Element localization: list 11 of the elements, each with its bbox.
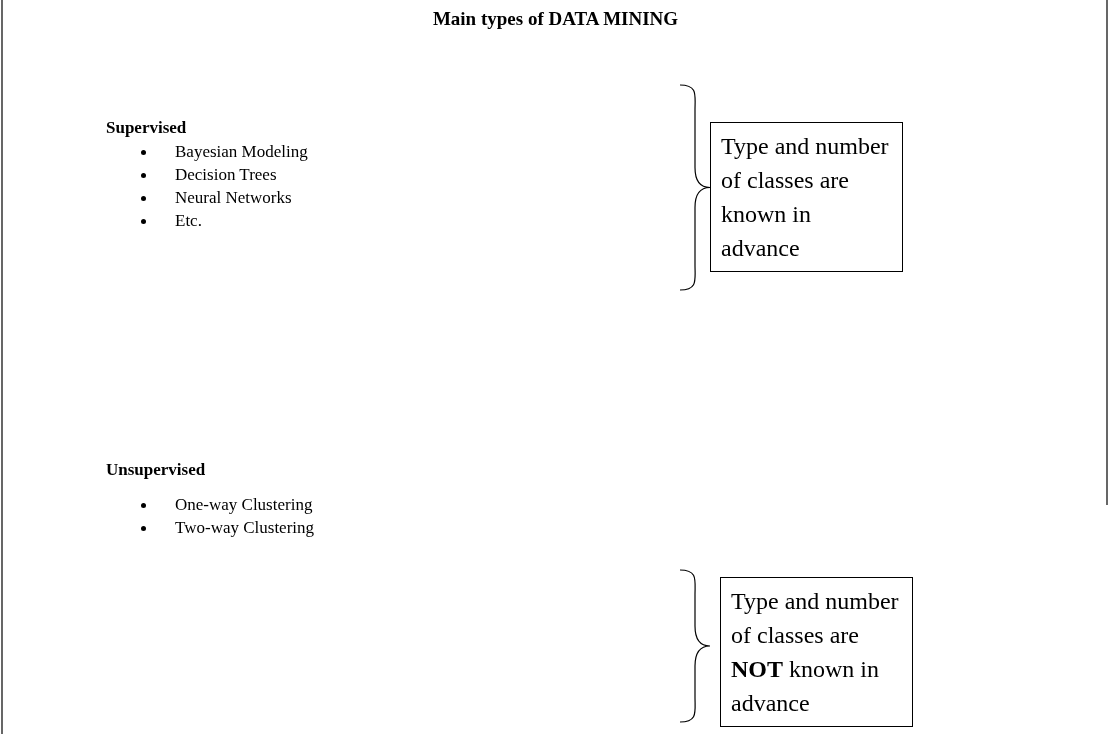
list-item: Neural Networks — [175, 188, 292, 208]
list-item: Two-way Clustering — [175, 518, 315, 538]
group-heading: Unsupervised — [106, 460, 206, 480]
list-item: Decision Trees — [175, 165, 277, 185]
title: Main types of DATA MINING — [431, 8, 680, 30]
note-box: Type and number of classes are known in advance — [710, 122, 903, 272]
list-item: Etc. — [175, 211, 202, 231]
note-box: Type and number of classes are NOT known in advance — [720, 577, 913, 727]
list-item: One-way Clustering — [175, 495, 313, 515]
group-heading: Supervised — [106, 118, 187, 138]
list-item: Bayesian Modeling — [175, 142, 308, 162]
